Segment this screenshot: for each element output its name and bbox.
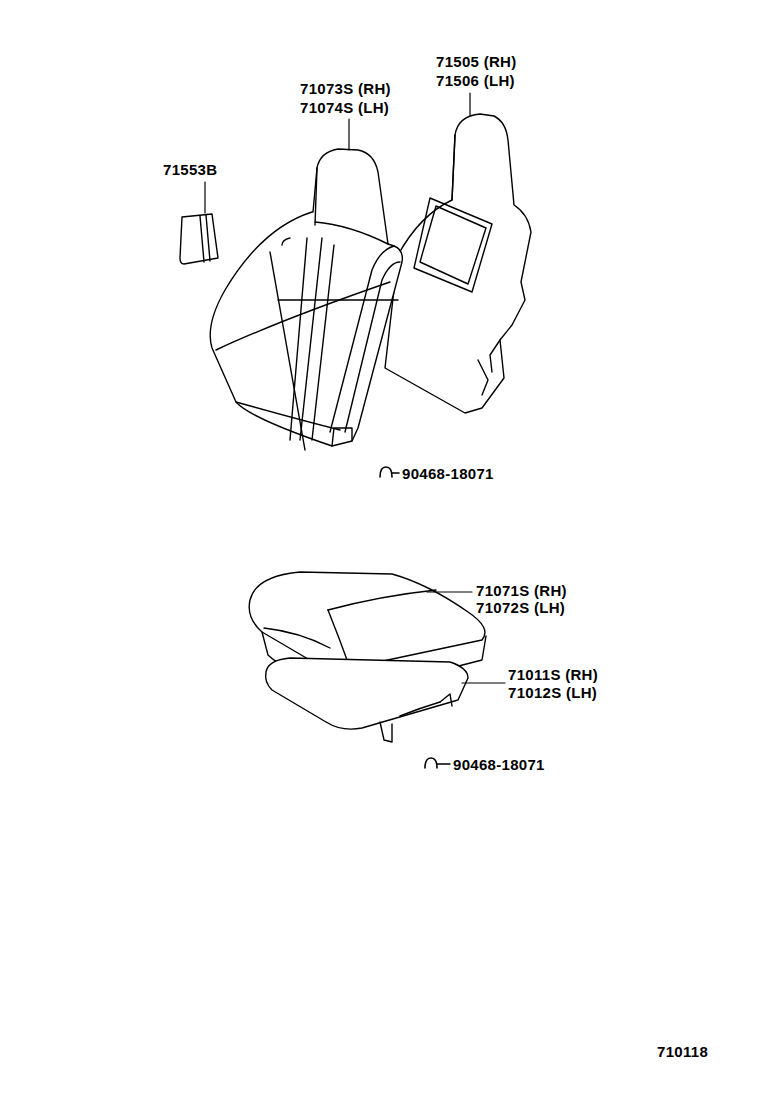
part-number: 71506 (LH) (436, 72, 515, 90)
part-number: 90468-18071 (453, 756, 545, 774)
part-number: 71072S (LH) (476, 599, 565, 617)
figure-number: 710118 (657, 1043, 708, 1061)
clip-symbol (380, 467, 450, 768)
part-number: 90468-18071 (402, 465, 494, 483)
part-number: 71011S (RH) (508, 666, 598, 684)
small-pad (180, 214, 218, 264)
part-number: 71071S (RH) (476, 582, 567, 600)
seatback-cover (210, 149, 402, 450)
part-number: 71073S (RH) (300, 80, 391, 98)
part-number: 71505 (RH) (436, 53, 517, 71)
part-number: 71553B (163, 161, 217, 179)
cushion-pad (266, 658, 468, 742)
leader-lines (205, 93, 505, 683)
part-number: 71074S (LH) (300, 99, 389, 117)
part-number: 71012S (LH) (508, 684, 597, 702)
seatback-pad (385, 114, 531, 413)
